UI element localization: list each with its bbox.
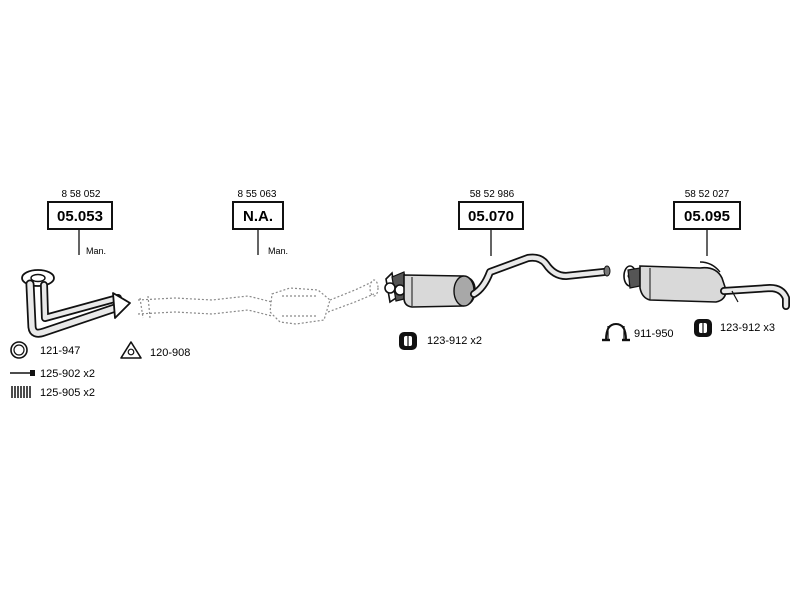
accessory-label: 123-912 x3 [720,322,775,334]
part-callout-middle-silencer[interactable]: 58 52 986 05.070 [458,189,524,256]
part-number-label: 8 55 063 [238,189,277,200]
accessory-label: 125-905 x2 [40,387,95,399]
accessory-label: 121-947 [40,345,80,357]
catalyst-section-dotted[interactable] [137,279,379,325]
accessory-label: 125-902 x2 [40,368,95,380]
code-label: N.A. [243,208,273,225]
note-label: Man. [268,246,288,256]
note-label: Man. [86,246,106,256]
triangle-gasket-icon [120,341,142,359]
code-label: 05.070 [468,208,514,225]
accessory-triangle-gasket[interactable]: 120-908 [120,341,190,359]
front-pipe[interactable] [21,269,131,338]
accessory-gasket-ring[interactable]: 121-947 [10,341,80,359]
accessory-bolt[interactable]: 125-902 x2 [10,368,95,380]
gasket-ring-icon [10,341,28,359]
code-box [458,201,524,230]
part-number-label: 58 52 027 [685,189,730,200]
part-number-label: 8 58 052 [62,189,101,200]
accessory-clamp[interactable]: 911-950 [602,322,674,342]
code-box [232,201,284,230]
accessory-label: 123-912 x2 [427,335,482,347]
accessory-label: 911-950 [634,328,674,340]
code-label: 05.095 [684,208,730,225]
part-callout-front-pipe[interactable]: 8 58 052 05.053 Man. [47,189,113,256]
rear-silencer[interactable] [623,261,790,310]
spring-icon [11,386,31,398]
code-label: 05.053 [57,208,103,225]
accessory-rubber-mount[interactable]: 123-912 x2 [399,332,482,350]
accessory-rubber-mount[interactable]: 123-912 x3 [694,319,775,337]
rubber-mount-icon [399,332,417,350]
code-box [47,201,113,230]
middle-silencer[interactable] [384,253,611,308]
part-number-label: 58 52 986 [470,189,515,200]
accessory-label: 120-908 [150,347,190,359]
part-callout-rear-silencer[interactable]: 58 52 027 05.095 [673,189,741,256]
part-callout-catalyst[interactable]: 8 55 063 N.A. Man. [232,189,288,256]
rubber-mount-icon [694,319,712,337]
bolt-icon [10,370,35,376]
accessory-spring[interactable]: 125-905 x2 [11,386,95,399]
clamp-icon [602,322,630,342]
